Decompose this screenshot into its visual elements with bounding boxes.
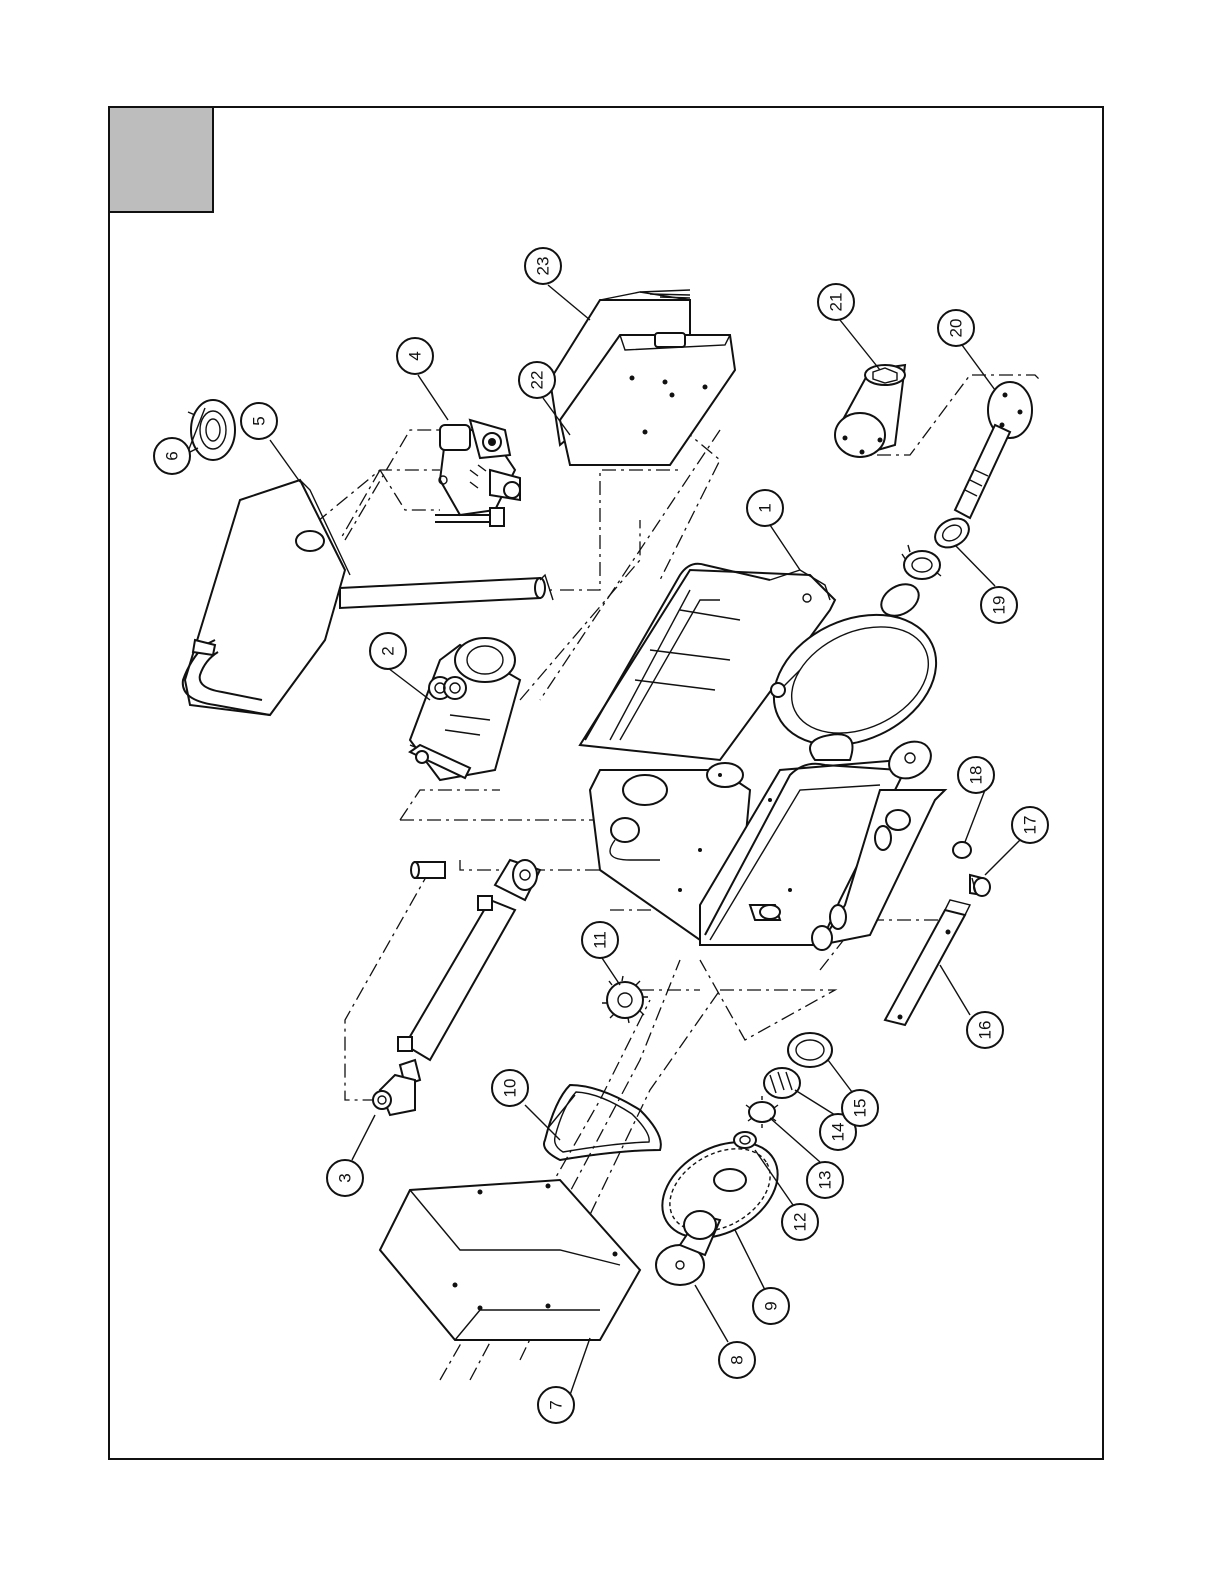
callout-label: 1 [756, 503, 775, 512]
callout-label: 10 [501, 1079, 520, 1098]
callout-label: 23 [534, 257, 553, 276]
part-16-bracket [885, 900, 970, 1025]
callout-label: 5 [250, 416, 269, 425]
callout-6: 6 [154, 438, 190, 474]
callout-label: 8 [728, 1355, 747, 1364]
callout-label: 15 [851, 1099, 870, 1118]
callout-3: 3 [327, 1160, 363, 1196]
callout-19: 19 [981, 587, 1017, 623]
callout-label: 20 [947, 319, 966, 338]
callout-label: 18 [967, 766, 986, 785]
part-4-control-valve [435, 420, 520, 526]
callout-21: 21 [818, 284, 854, 320]
part-7-guard-cover [380, 1180, 640, 1340]
callout-8: 8 [719, 1342, 755, 1378]
callout-label: 16 [976, 1021, 995, 1040]
callout-18: 18 [958, 757, 994, 793]
callout-22: 22 [519, 362, 555, 398]
callout-7: 7 [538, 1387, 574, 1423]
callout-label: 12 [791, 1213, 810, 1232]
callout-11: 11 [582, 922, 618, 958]
callout-label: 2 [379, 646, 398, 655]
callout-4: 4 [397, 338, 433, 374]
callout-label: 9 [762, 1301, 781, 1310]
callout-label: 4 [406, 351, 425, 360]
part-11-small-sprocket [602, 976, 648, 1023]
part-20-flanged-shaft [955, 382, 1032, 518]
callout-10: 10 [492, 1070, 528, 1106]
part-2-hydraulic-motor [410, 638, 520, 780]
callout-20: 20 [938, 310, 974, 346]
callout-label: 21 [827, 293, 846, 312]
callout-label: 6 [163, 451, 182, 460]
callout-label: 19 [990, 596, 1009, 615]
part-9-large-sprocket [645, 1123, 794, 1258]
callout-5: 5 [241, 403, 277, 439]
part-6-seal [188, 400, 235, 460]
callout-17: 17 [1012, 807, 1048, 843]
callout-13: 13 [807, 1162, 843, 1198]
callout-1: 1 [747, 490, 783, 526]
callout-label: 22 [528, 371, 547, 390]
callout-label: 14 [829, 1123, 848, 1142]
callout-16: 16 [967, 1012, 1003, 1048]
callout-label: 3 [336, 1173, 355, 1182]
parts-12-15-bearing-stack [734, 1033, 832, 1148]
callout-2: 2 [370, 633, 406, 669]
callout-label: 17 [1021, 816, 1040, 835]
callout-label: 7 [547, 1400, 566, 1409]
part-21-hex-bushing [835, 365, 905, 457]
callout-label: 11 [591, 931, 610, 949]
part-8-hub [656, 1211, 720, 1285]
callout-23: 23 [525, 248, 561, 284]
part-19-bearing-washer [876, 513, 974, 622]
parts-17-18-bolt-nut [953, 842, 990, 896]
part-1-main-frame [580, 564, 957, 950]
callout-15: 15 [842, 1090, 878, 1126]
callout-label: 13 [816, 1171, 835, 1190]
callout-9: 9 [753, 1288, 789, 1324]
callout-12: 12 [782, 1204, 818, 1240]
